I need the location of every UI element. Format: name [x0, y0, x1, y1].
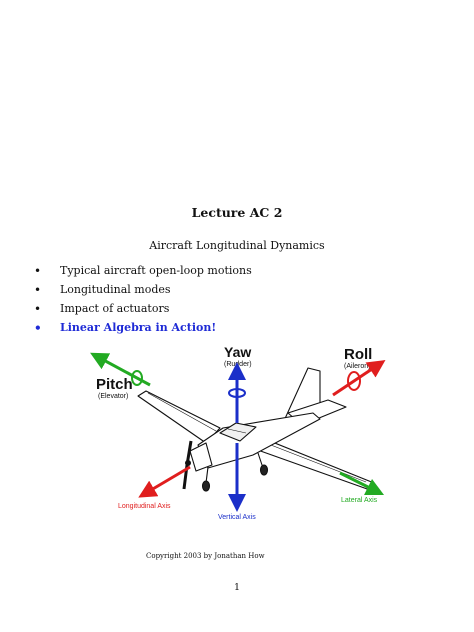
pitch-rotation-icon	[131, 370, 143, 386]
propeller-hub	[185, 460, 191, 466]
lecture-subtitle: Aircraft Longitudinal Dynamics	[149, 239, 325, 252]
aircraft-axes-figure: Pitch (Elevator) Yaw (Rudder) Roll (Aile…	[90, 344, 386, 521]
lateral-axis-arrow	[339, 471, 385, 496]
vertical-axis-label: Vertical Axis	[218, 514, 256, 521]
list-item: •Impact of actuators	[34, 302, 170, 316]
yaw-rotation-icon	[228, 388, 246, 398]
bullet-icon: •	[34, 321, 42, 335]
list-item: •Longitudinal modes	[34, 283, 171, 297]
pitch-sublabel: (Elevator)	[98, 393, 128, 400]
lateral-axis-label: Lateral Axis	[341, 497, 378, 504]
copyright-note: Copyright 2003 by Jonathan How	[146, 552, 265, 560]
topic-list: •Typical aircraft open-loop motions •Lon…	[34, 264, 252, 340]
longitudinal-axis-arrow	[138, 465, 191, 498]
bullet-icon: •	[34, 264, 42, 278]
list-item: •Typical aircraft open-loop motions	[34, 264, 252, 278]
roll-rotation-icon	[347, 371, 361, 391]
list-item-highlight: •Linear Algebra in Action!	[34, 321, 217, 335]
pitch-label: Pitch	[96, 376, 133, 393]
roll-sublabel: (Aileron)	[344, 363, 370, 370]
bullet-icon: •	[34, 283, 42, 297]
page-number: 1	[233, 582, 241, 593]
longitudinal-axis-label: Longitudinal Axis	[118, 503, 171, 510]
lecture-title: Lecture AC 2	[191, 205, 283, 220]
yaw-sublabel: (Rudder)	[224, 361, 252, 368]
airplane-drawing	[137, 367, 375, 492]
bullet-icon: •	[34, 302, 42, 316]
roll-arrow	[332, 360, 386, 397]
yaw-label: Yaw	[224, 344, 251, 360]
roll-label: Roll	[344, 346, 372, 363]
